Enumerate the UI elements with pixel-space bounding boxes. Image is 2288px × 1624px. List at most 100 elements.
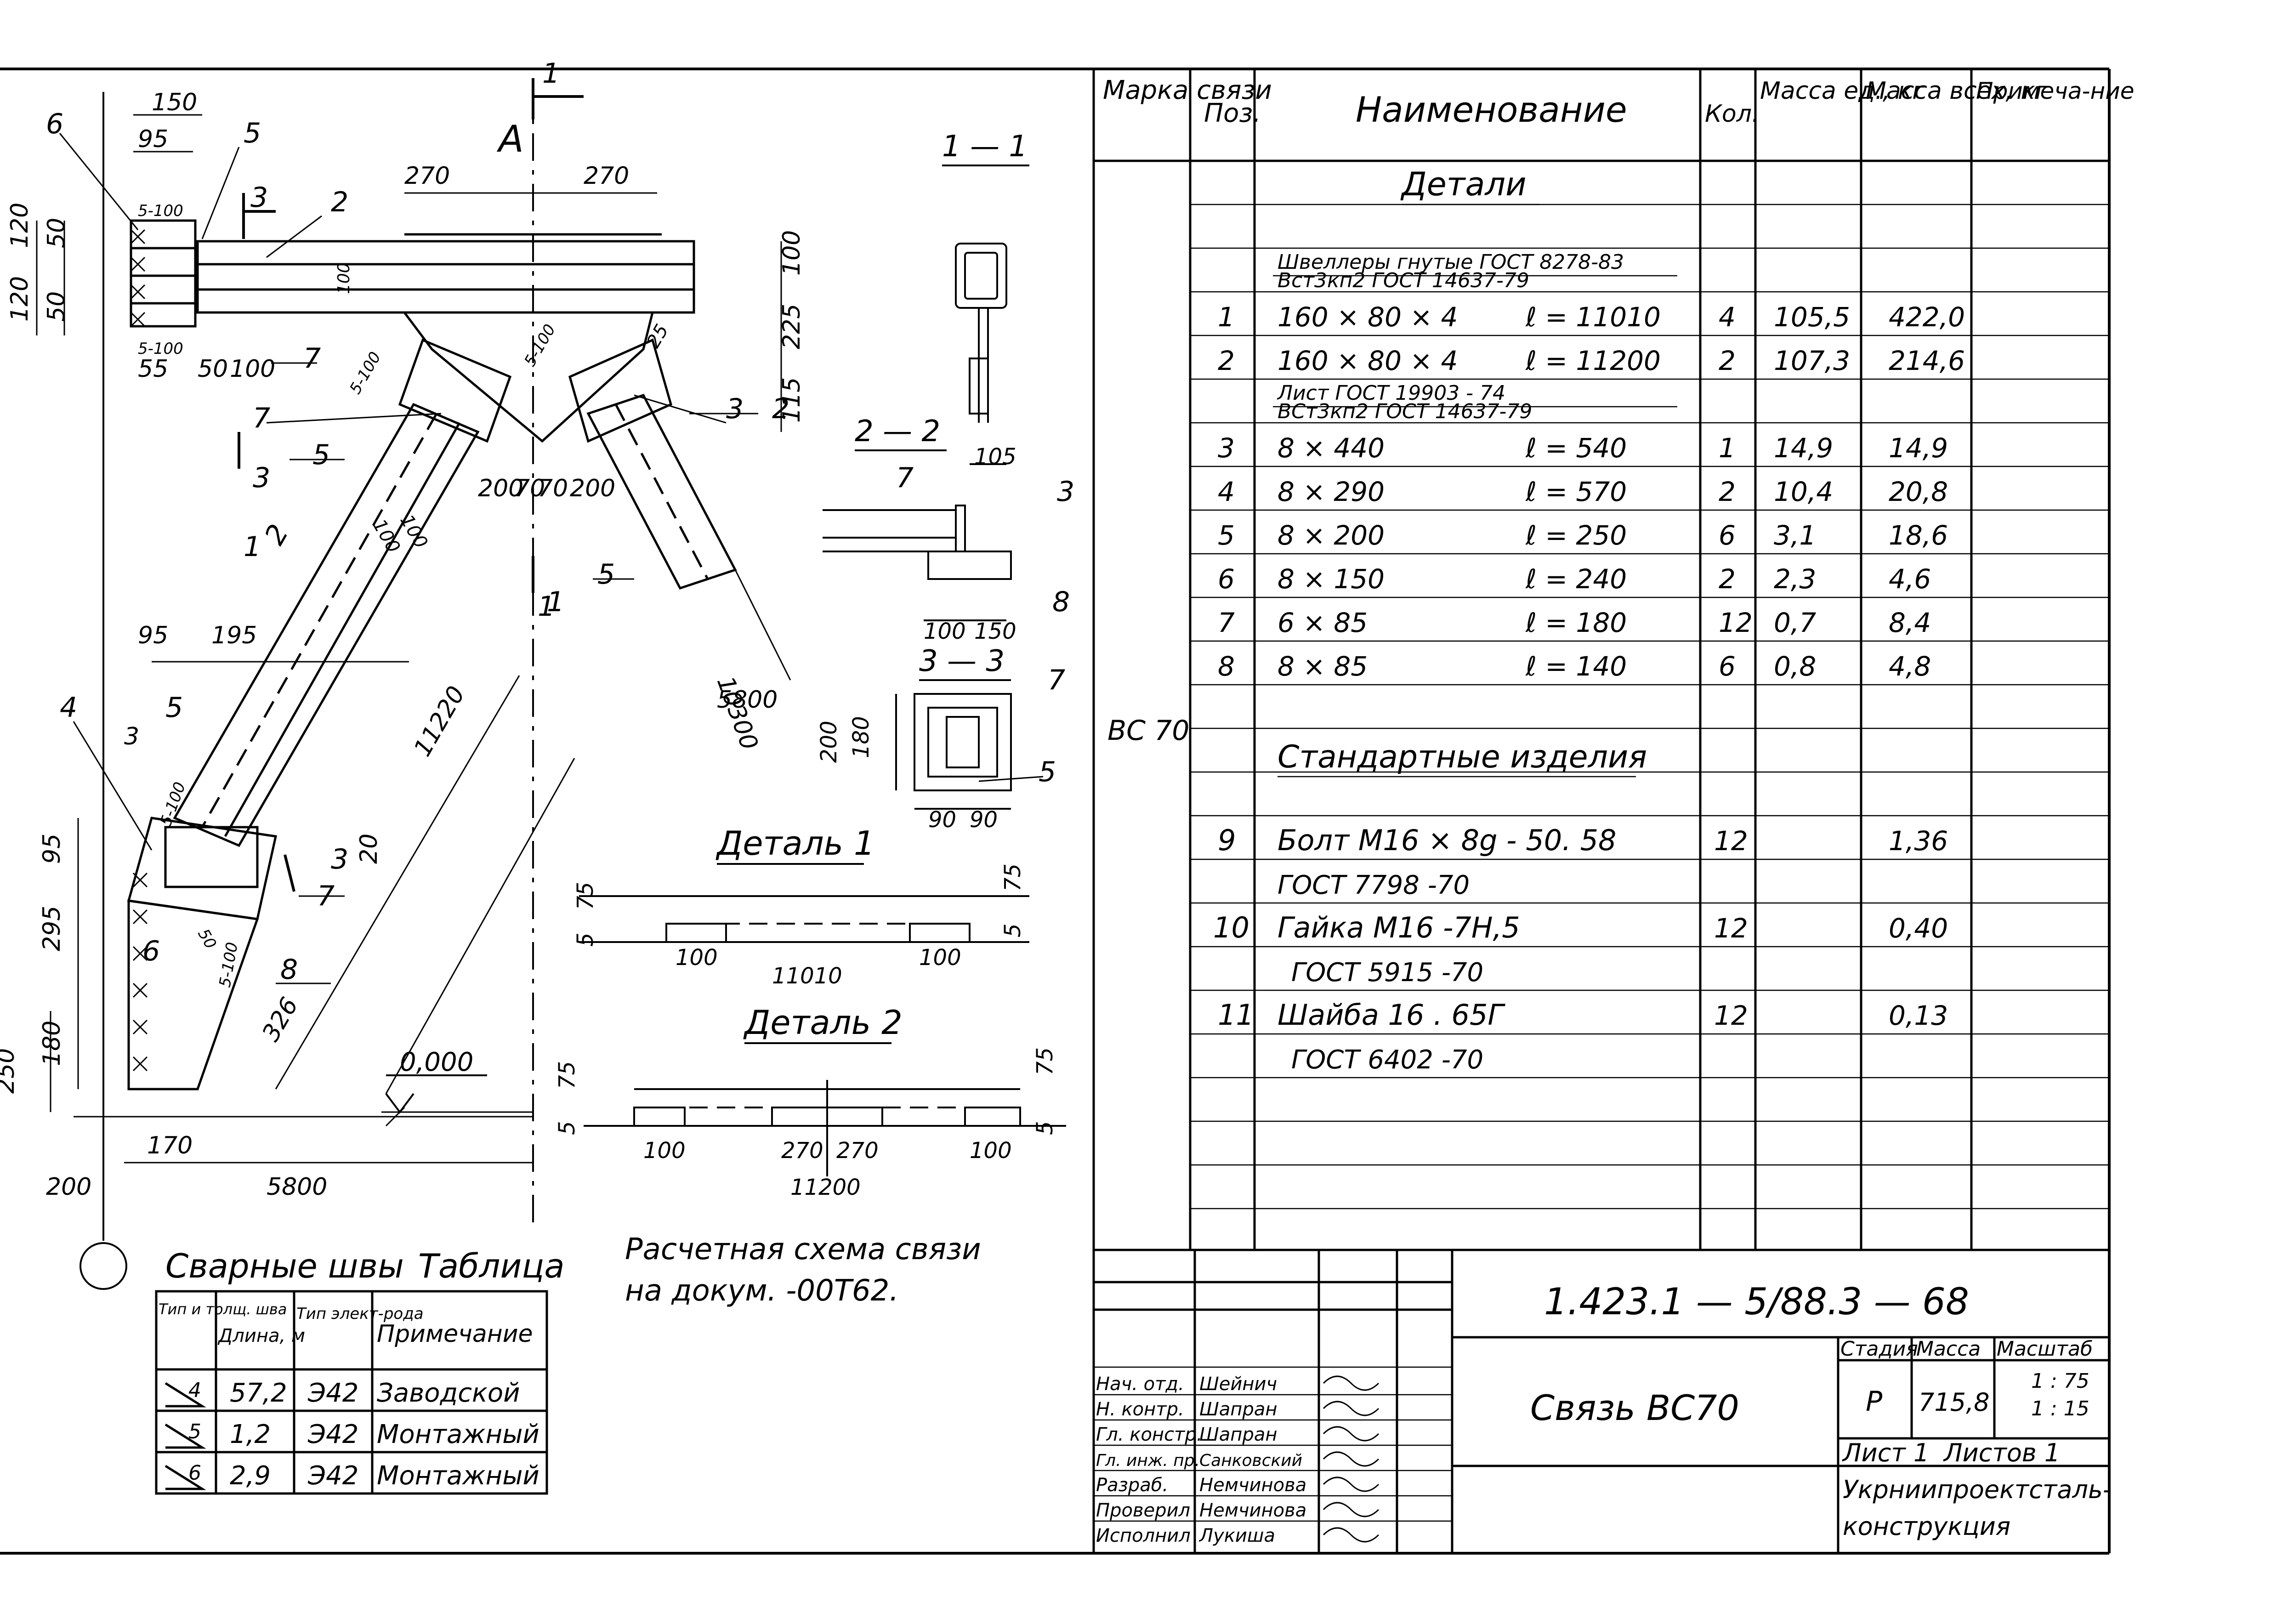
svg-text:Лукиша: Лукиша <box>1198 1525 1275 1546</box>
svg-text:ℓ = 180: ℓ = 180 <box>1525 607 1627 638</box>
weld-hatching <box>130 229 148 1072</box>
svg-text:18,6: 18,6 <box>1889 520 1948 551</box>
svg-text:160 × 80 × 4: 160 × 80 × 4 <box>1277 345 1458 376</box>
svg-text:10,4: 10,4 <box>1774 476 1833 507</box>
svg-text:3: 3 <box>726 393 744 425</box>
svg-text:150: 150 <box>152 89 197 116</box>
svg-text:6: 6 <box>1719 651 1736 682</box>
svg-text:50: 50 <box>198 355 228 383</box>
svg-text:Гайка М16 -7Н,5: Гайка М16 -7Н,5 <box>1277 911 1520 944</box>
stage-header: Стадия <box>1840 1337 1918 1361</box>
svg-text:Немчинова: Немчинова <box>1199 1500 1306 1521</box>
svg-text:12: 12 <box>1719 607 1753 638</box>
svg-text:270: 270 <box>836 1138 879 1164</box>
svg-text:ГОСТ 7798 -70: ГОСТ 7798 -70 <box>1277 870 1470 900</box>
document-code: 1.423.1 — 5/88.3 — 68 <box>1544 1280 1969 1323</box>
callout-leaders <box>59 133 1044 984</box>
svg-text:326: 326 <box>257 993 304 1046</box>
scale-header: Масштаб <box>1997 1337 2093 1361</box>
svg-text:3: 3 <box>331 843 348 875</box>
standard-rows: 9 Болт М16 × 8g - 50. 58 ГОСТ 7798 -70 1… <box>1213 823 1948 1075</box>
svg-text:100: 100 <box>335 262 353 294</box>
section-title-1-1: 1 — 1 <box>942 130 1028 164</box>
scheme-note: Расчетная схема связи на докум. -00Т62. <box>625 1232 981 1308</box>
svg-text:2: 2 <box>1719 345 1736 376</box>
svg-text:ℓ = 240: ℓ = 240 <box>1525 563 1627 595</box>
svg-text:7: 7 <box>253 402 270 434</box>
svg-text:4: 4 <box>1719 301 1736 333</box>
svg-text:50: 50 <box>194 926 220 952</box>
weld-table-label: Таблица <box>418 1247 564 1285</box>
svg-text:5: 5 <box>188 1420 201 1443</box>
svg-text:5800: 5800 <box>717 686 778 714</box>
svg-text:5-100: 5-100 <box>138 202 183 220</box>
dimension-labels: 150 95 120 50 120 50 5-100 5-100 55 50 1… <box>0 89 806 1201</box>
svg-text:4: 4 <box>60 692 77 724</box>
svg-text:70: 70 <box>538 475 568 502</box>
svg-text:90: 90 <box>970 807 998 833</box>
level-label: 0,000 <box>400 1047 473 1077</box>
section-title-3-3: 3 — 3 <box>919 644 1005 678</box>
section-title-2-2: 2 — 2 <box>855 415 940 449</box>
group-channels-line1: Швеллеры гнутые ГОСТ 8278-83 <box>1277 250 1624 274</box>
svg-text:270: 270 <box>584 162 629 190</box>
svg-text:107,3: 107,3 <box>1774 345 1850 376</box>
svg-text:8: 8 <box>1218 651 1235 682</box>
svg-text:75: 75 <box>554 1061 580 1089</box>
header-pos: Поз. <box>1204 98 1261 128</box>
svg-text:8: 8 <box>1052 586 1070 618</box>
mass-header: Масса <box>1916 1337 1981 1361</box>
svg-text:ℓ = 570: ℓ = 570 <box>1525 476 1627 507</box>
svg-text:1,2: 1,2 <box>230 1420 271 1449</box>
svg-text:0,8: 0,8 <box>1774 651 1816 682</box>
detail-rows: 1 160 × 80 × 4 ℓ = 11010 4 105,5 422,0 2… <box>1218 301 1965 682</box>
svg-text:5: 5 <box>312 439 330 471</box>
sheets-total: Листов 1 <box>1943 1438 2060 1467</box>
signature-rows: Нач. отд. Шейнич Н. контр. Шапран Гл. ко… <box>1096 1374 1306 1546</box>
svg-text:75: 75 <box>1032 1047 1058 1075</box>
svg-text:на докум. -00Т62.: на докум. -00Т62. <box>625 1274 899 1308</box>
svg-text:1: 1 <box>538 591 555 623</box>
axis-bubble <box>79 1242 127 1290</box>
mass-value: 715,8 <box>1919 1388 1990 1417</box>
svg-text:7: 7 <box>1218 607 1235 638</box>
svg-text:4,6: 4,6 <box>1889 563 1931 595</box>
svg-text:180: 180 <box>848 716 874 758</box>
detail-2-title: Деталь 2 <box>743 1003 903 1042</box>
position-callouts: 6 5 3 2 7 7 5 3 1 3 2 5 1 4 5 7 8 6 3 7 … <box>46 108 1074 986</box>
svg-text:5: 5 <box>1032 1121 1058 1135</box>
svg-text:5: 5 <box>597 558 615 591</box>
svg-text:11200: 11200 <box>790 1175 861 1200</box>
svg-text:1,36: 1,36 <box>1889 825 1948 857</box>
group-plate-line1: Лист ГОСТ 19903 - 74 <box>1277 381 1505 405</box>
svg-text:Гл. констр.: Гл. констр. <box>1096 1424 1202 1445</box>
svg-text:Санковский: Санковский <box>1199 1451 1302 1470</box>
svg-text:Расчетная схема связи: Расчетная схема связи <box>625 1232 981 1266</box>
svg-text:8 × 200: 8 × 200 <box>1277 520 1385 551</box>
top-chord-channel <box>196 233 695 314</box>
svg-text:200: 200 <box>570 475 615 502</box>
svg-text:2: 2 <box>331 186 348 218</box>
level-mark <box>385 1074 487 1114</box>
svg-text:3,1: 3,1 <box>1774 520 1816 551</box>
svg-text:5: 5 <box>554 1121 580 1135</box>
svg-text:95: 95 <box>38 834 66 864</box>
svg-text:100: 100 <box>778 230 806 276</box>
svg-text:5: 5 <box>1039 756 1056 788</box>
signature-squiggles <box>1323 1375 1380 1543</box>
svg-text:225: 225 <box>778 304 806 349</box>
svg-text:115: 115 <box>778 377 806 423</box>
svg-text:90: 90 <box>928 807 956 833</box>
svg-text:100: 100 <box>676 945 718 971</box>
svg-text:180: 180 <box>38 1021 66 1066</box>
svg-text:Заводской: Заводской <box>377 1378 520 1408</box>
svg-text:100: 100 <box>919 945 961 971</box>
svg-text:200: 200 <box>816 721 842 763</box>
svg-text:Э42: Э42 <box>307 1378 358 1408</box>
svg-text:105,5: 105,5 <box>1774 301 1850 333</box>
bottom-node <box>127 817 278 1090</box>
svg-text:1: 1 <box>547 586 564 618</box>
svg-text:5: 5 <box>165 692 183 724</box>
header-qty: Кол. <box>1705 100 1760 128</box>
